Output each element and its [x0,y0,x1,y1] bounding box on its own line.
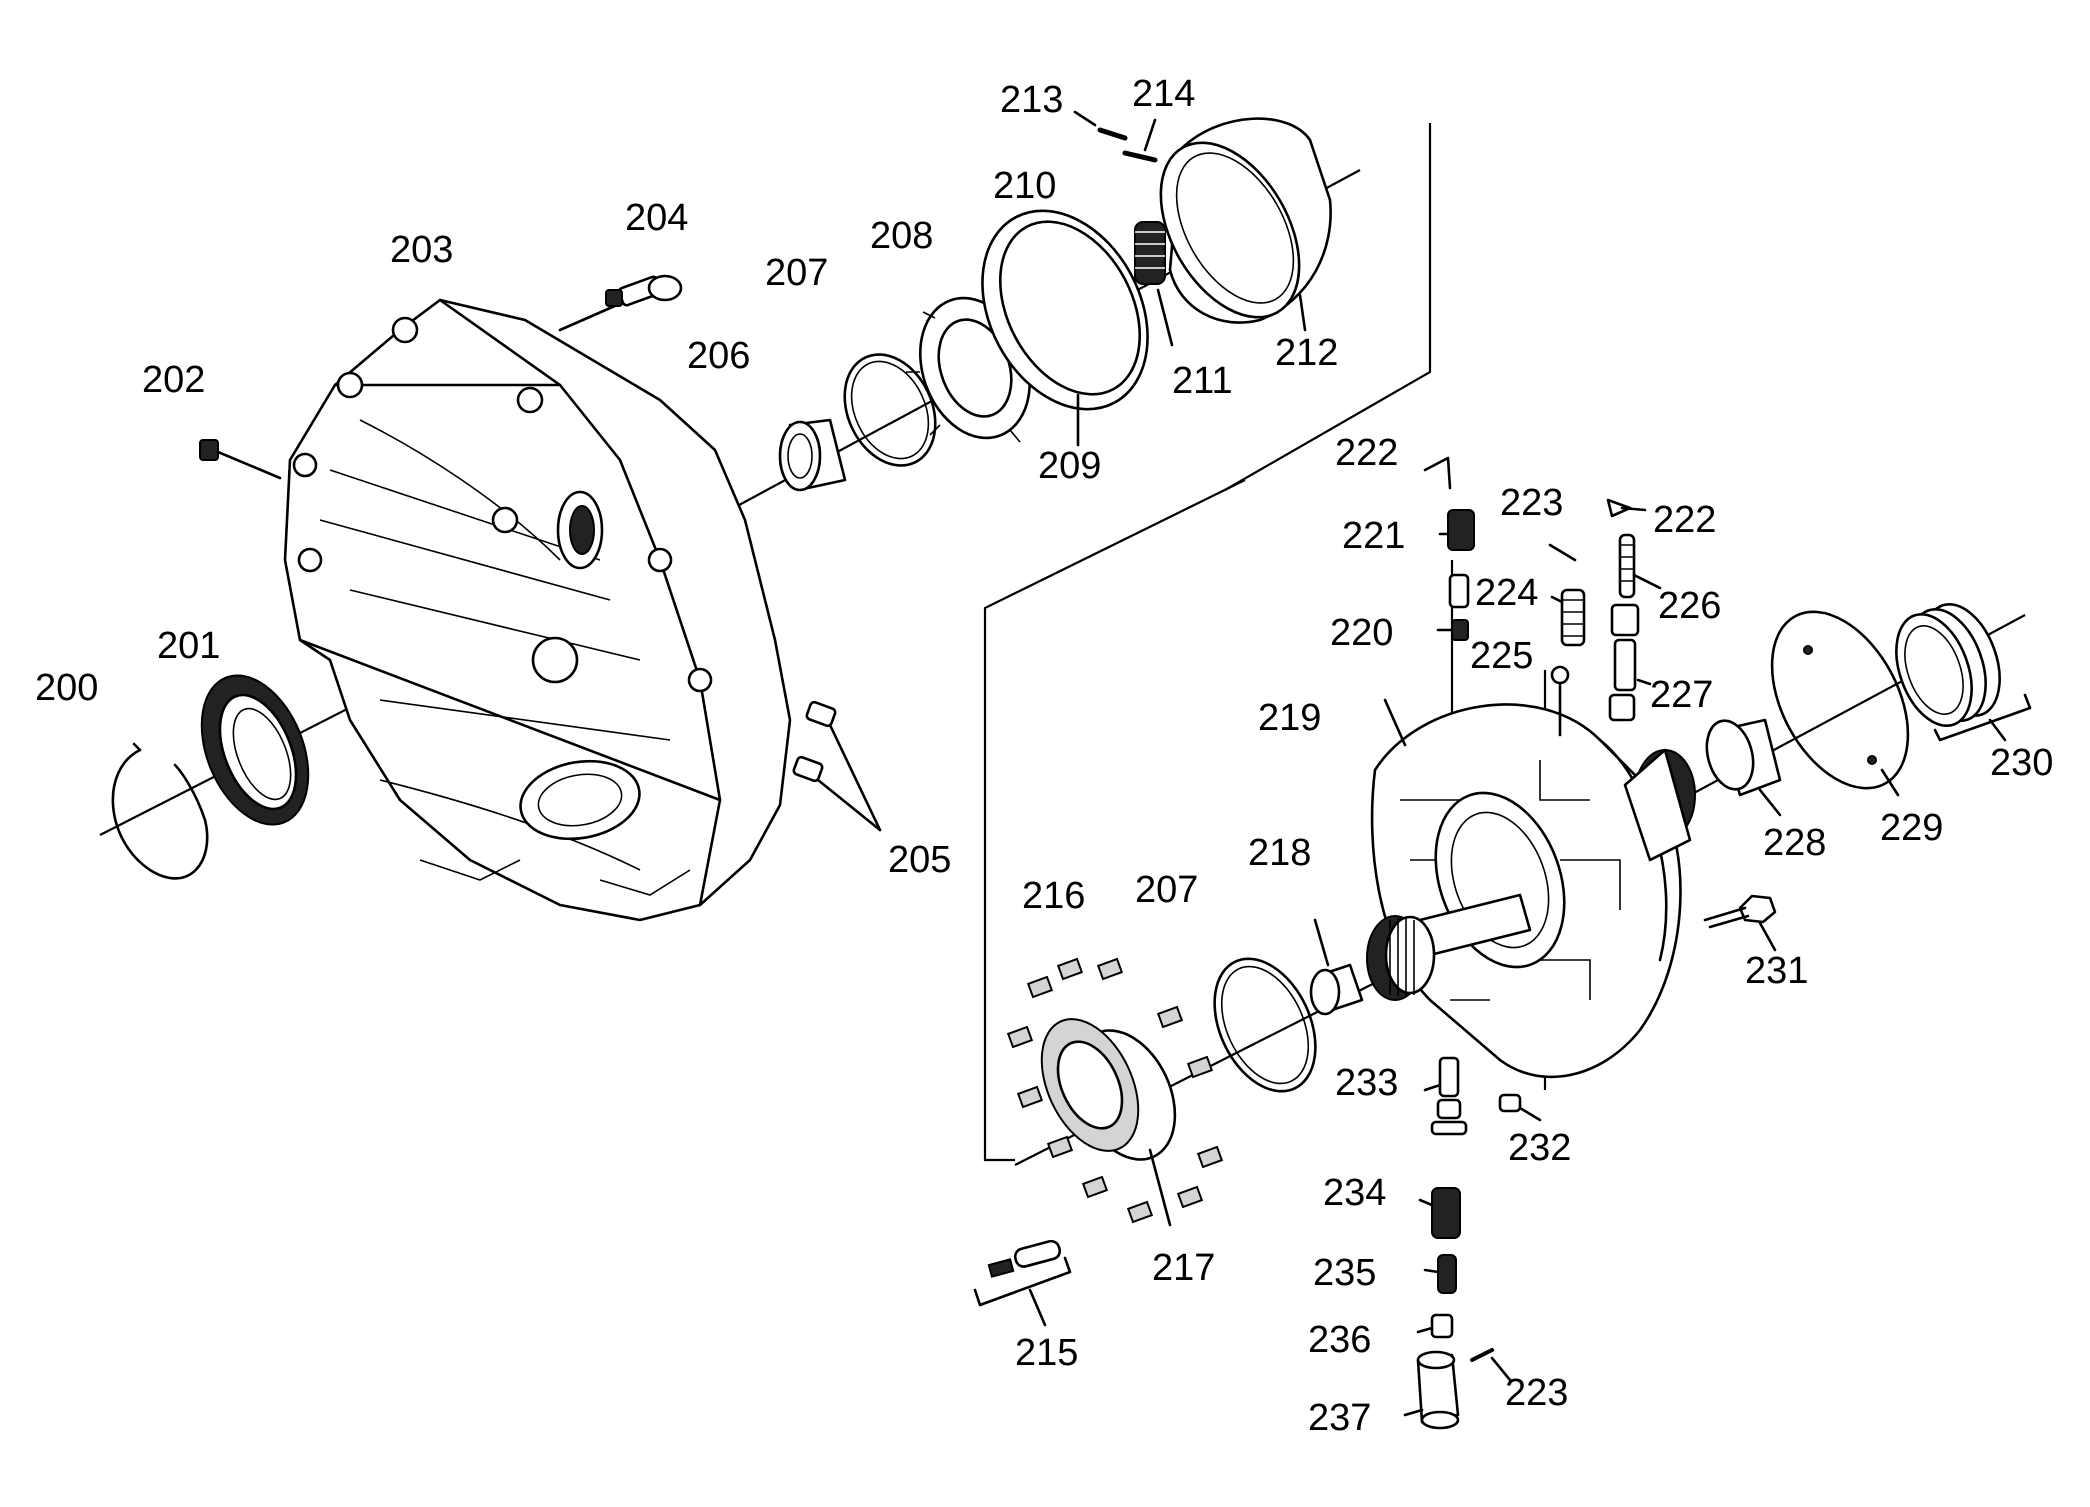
callout-228: 228 [1763,822,1826,864]
callout-235: 235 [1313,1252,1376,1294]
callout-225: 225 [1470,635,1533,677]
callout-205: 205 [888,839,951,881]
callout-222-left: 222 [1335,432,1398,474]
callout-222-right: 222 [1653,499,1716,541]
callout-219: 219 [1258,697,1321,739]
seal-rings-230 [1895,602,2032,742]
bushing-218 [1309,918,1364,1016]
spring-211 [1134,221,1174,347]
seal-201 [200,674,310,826]
callout-203: 203 [390,229,453,271]
callout-223-bottom: 223 [1505,1372,1568,1414]
ring-229 [1770,610,1910,797]
callout-206: 206 [687,335,750,377]
plug-232 [1498,1093,1542,1122]
pump-body-219 [1366,698,1696,1079]
callout-labels: 200 201 202 203 204 205 206 207 208 209 … [35,73,2053,1439]
callout-204: 204 [625,197,688,239]
seal-ring-207-bottom [1213,957,1317,1093]
callout-201: 201 [157,625,220,667]
kit-215 [973,1239,1072,1327]
callout-230: 230 [1990,742,2053,784]
stator-216-217 [1006,957,1224,1227]
callout-233: 233 [1335,1062,1398,1104]
callout-200: 200 [35,667,98,709]
callout-231: 231 [1745,950,1808,992]
callout-229: 229 [1880,807,1943,849]
callout-208: 208 [870,215,933,257]
pins-213-214 [1073,110,1158,163]
valves-bottom [1403,1056,1512,1430]
callout-234: 234 [1323,1172,1386,1214]
callout-213: 213 [1000,79,1063,121]
converter-housing-203 [283,298,792,922]
callout-214: 214 [1132,73,1195,115]
callout-226: 226 [1658,585,1721,627]
bolt-231 [1703,894,1777,952]
callout-216: 216 [1022,875,1085,917]
callout-207-bottom: 207 [1135,869,1198,911]
callout-207-top: 207 [765,252,828,294]
callout-218: 218 [1248,832,1311,874]
callout-227: 227 [1650,674,1713,716]
callout-215: 215 [1015,1332,1078,1374]
callout-224: 224 [1475,572,1538,614]
callout-232: 232 [1508,1127,1571,1169]
callout-211: 211 [1172,360,1233,402]
callout-237: 237 [1308,1397,1371,1439]
callout-210: 210 [993,165,1056,207]
snap-ring-200 [111,742,209,880]
callout-236: 236 [1308,1319,1371,1361]
callout-209: 209 [1038,445,1101,487]
callout-223-top: 223 [1500,482,1563,524]
callout-221: 221 [1342,515,1405,557]
fitting-204 [605,274,683,307]
callout-217: 217 [1152,1247,1215,1289]
bushing-228 [1705,718,1782,817]
callout-202: 202 [142,359,205,401]
band-209-210 [981,209,1149,447]
drum-212 [1159,117,1332,332]
callout-212: 212 [1275,332,1338,374]
valves-top [1423,456,1662,737]
plug-202 [199,439,282,480]
dowels-205 [792,700,882,832]
callout-220: 220 [1330,612,1393,654]
bushing-206 [778,418,847,492]
